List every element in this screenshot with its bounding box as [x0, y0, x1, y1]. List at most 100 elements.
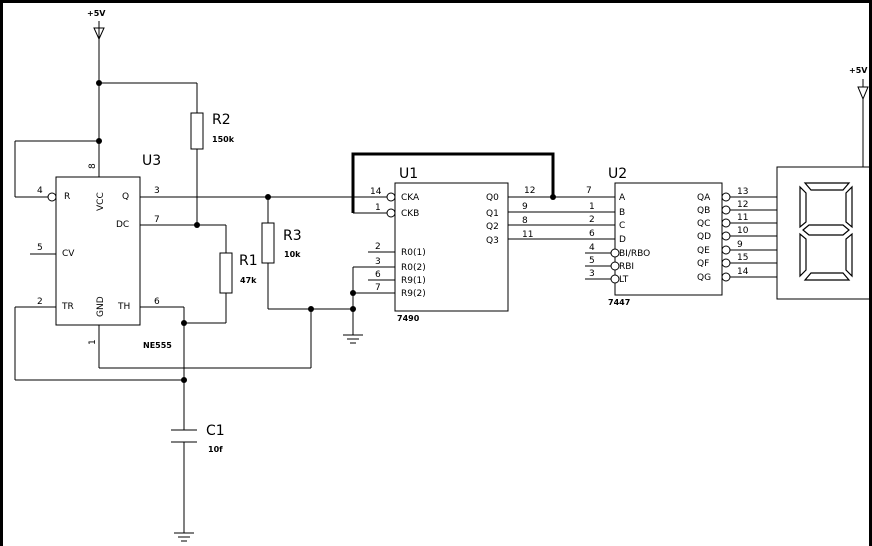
u2-pin-label: QA — [697, 193, 711, 203]
u1-pin-num: 1 — [375, 203, 381, 213]
r3-body — [261, 222, 275, 264]
u2-pin-label: D — [619, 235, 626, 245]
u2-output-bubbles — [721, 192, 731, 282]
u3-pin-r-num: 4 — [37, 186, 43, 196]
u1-part: 7490 — [397, 314, 420, 323]
u1-ref: U1 — [399, 166, 418, 182]
u3-pin-vcc-num: 8 — [88, 163, 98, 169]
u1-cka-bubble — [386, 192, 396, 202]
ground-symbol-bottom — [174, 532, 194, 542]
u1-pin-label: R0(1) — [401, 248, 426, 258]
bcd-bus-wires — [508, 196, 615, 240]
power-arrow-right — [857, 86, 869, 101]
capacitor-c1: C1 10f — [171, 423, 225, 454]
u2-pin-num: 5 — [589, 256, 595, 266]
u2-7447: U2 7447 A B C D BI/RBO RBI LT 7 1 2 6 4 … — [585, 166, 777, 307]
u3-pin-r-label: R — [64, 192, 70, 202]
u2-ref: U2 — [608, 166, 627, 182]
u2-bi-rbo-bubble — [610, 248, 620, 258]
resistor-r1: R1 47k — [219, 252, 258, 294]
u1-pin-num: 14 — [370, 187, 382, 197]
u1-pin-label: R0(2) — [401, 263, 426, 273]
u1-pin-label: Q1 — [486, 209, 499, 219]
power-label-right: +5V — [849, 66, 868, 75]
u1-pin-num: 6 — [375, 270, 381, 280]
u1-pin-label: Q3 — [486, 236, 499, 246]
ground-symbol-u1 — [343, 309, 363, 344]
u2-pin-label: QG — [697, 273, 711, 283]
u2-pin-label: C — [619, 221, 625, 231]
u3-pin-cv-label: CV — [62, 249, 75, 259]
power-symbol-right: +5V — [849, 66, 869, 101]
circuit-schematic: +5V +5V U3 NE555 R Q DC CV TR TH VCC GND… — [14, 9, 869, 542]
power-symbol-left: +5V — [87, 9, 106, 41]
u2-pin-label: QB — [697, 206, 710, 216]
junction-dot — [181, 320, 187, 326]
segment-a — [803, 182, 851, 191]
u1-pin-num: 3 — [375, 257, 381, 267]
u2-pin-label: QD — [697, 232, 711, 242]
u3-pin-tr-num: 2 — [37, 297, 43, 307]
r3-ref: R3 — [283, 228, 302, 244]
u3-pin-dc-num: 7 — [154, 215, 160, 225]
u1-pin-label: Q2 — [486, 222, 499, 232]
segment-c — [845, 232, 853, 278]
c1-ref: C1 — [206, 423, 225, 439]
resistor-r3: R3 10k — [261, 222, 302, 264]
power-label-left: +5V — [87, 9, 106, 18]
u1-7490: U1 7490 CKA CKB 14 1 R0(1) R0(2) R9(1) R… — [352, 166, 535, 323]
segment-d — [803, 272, 851, 281]
u2-pin-num: 1 — [589, 202, 595, 212]
r3-value: 10k — [284, 250, 301, 259]
u3-pin-cv-num: 5 — [37, 243, 43, 253]
u1-pin-label: R9(2) — [401, 289, 426, 299]
u2-pin-label: QC — [697, 219, 710, 229]
junction-dot — [181, 377, 187, 383]
u2-pin-num: 12 — [737, 200, 748, 210]
u3-part: NE555 — [143, 341, 172, 350]
r1-ref: R1 — [239, 253, 258, 269]
u2-pin-num: 7 — [586, 186, 592, 196]
u2-pin-num: 3 — [589, 269, 595, 279]
r2-body — [190, 112, 204, 150]
u1-body — [394, 182, 509, 312]
u1-pin-num: 12 — [524, 186, 535, 196]
junction-dot — [265, 194, 271, 200]
segment-b — [845, 185, 853, 229]
u2-pin-label: BI/RBO — [619, 249, 650, 259]
u2-pin-num: 15 — [737, 253, 748, 263]
u2-pin-num: 6 — [589, 229, 595, 239]
u2-rbi-bubble — [610, 261, 620, 271]
u3-ne555: U3 NE555 R Q DC CV TR TH VCC GND 4 8 3 7… — [15, 153, 172, 350]
segment-g — [802, 224, 850, 236]
u2-pin-num: 11 — [737, 213, 748, 223]
u2-pin-label: RBI — [619, 262, 634, 272]
u1-pin-label: R9(1) — [401, 276, 426, 286]
u1-pin-label: CKB — [401, 209, 419, 219]
u3-pin-gnd-num: 1 — [88, 339, 98, 345]
u2-pin-label: B — [619, 208, 625, 218]
u1-pin-num: 2 — [375, 242, 381, 252]
seven-segment-display — [776, 99, 869, 300]
u3-pin-th-label: TH — [117, 302, 130, 312]
u1-pin-num: 9 — [522, 202, 528, 212]
r2-value: 150k — [212, 135, 235, 144]
u3-pin-gnd-label: GND — [96, 296, 106, 317]
c1-value: 10f — [208, 445, 223, 454]
u3-ref: U3 — [142, 153, 161, 169]
u2-pin-num: 13 — [737, 187, 748, 197]
segment-e — [799, 232, 807, 278]
u1-pin-label: Q0 — [486, 193, 499, 203]
u3-pin-q-label: Q — [122, 192, 129, 202]
u3-body — [55, 176, 141, 326]
r1-value: 47k — [240, 276, 257, 285]
u1-pin-num: 11 — [522, 230, 533, 240]
junction-dot — [308, 306, 314, 312]
u2-pin-label: QF — [697, 259, 709, 269]
segment-drive-wires — [730, 196, 777, 278]
u3-reset-bubble — [47, 192, 57, 202]
u1-pin-num: 8 — [522, 216, 528, 226]
u2-pin-num: 10 — [737, 226, 749, 236]
u1-ckb-bubble — [386, 208, 396, 218]
u2-pin-num: 14 — [737, 267, 749, 277]
